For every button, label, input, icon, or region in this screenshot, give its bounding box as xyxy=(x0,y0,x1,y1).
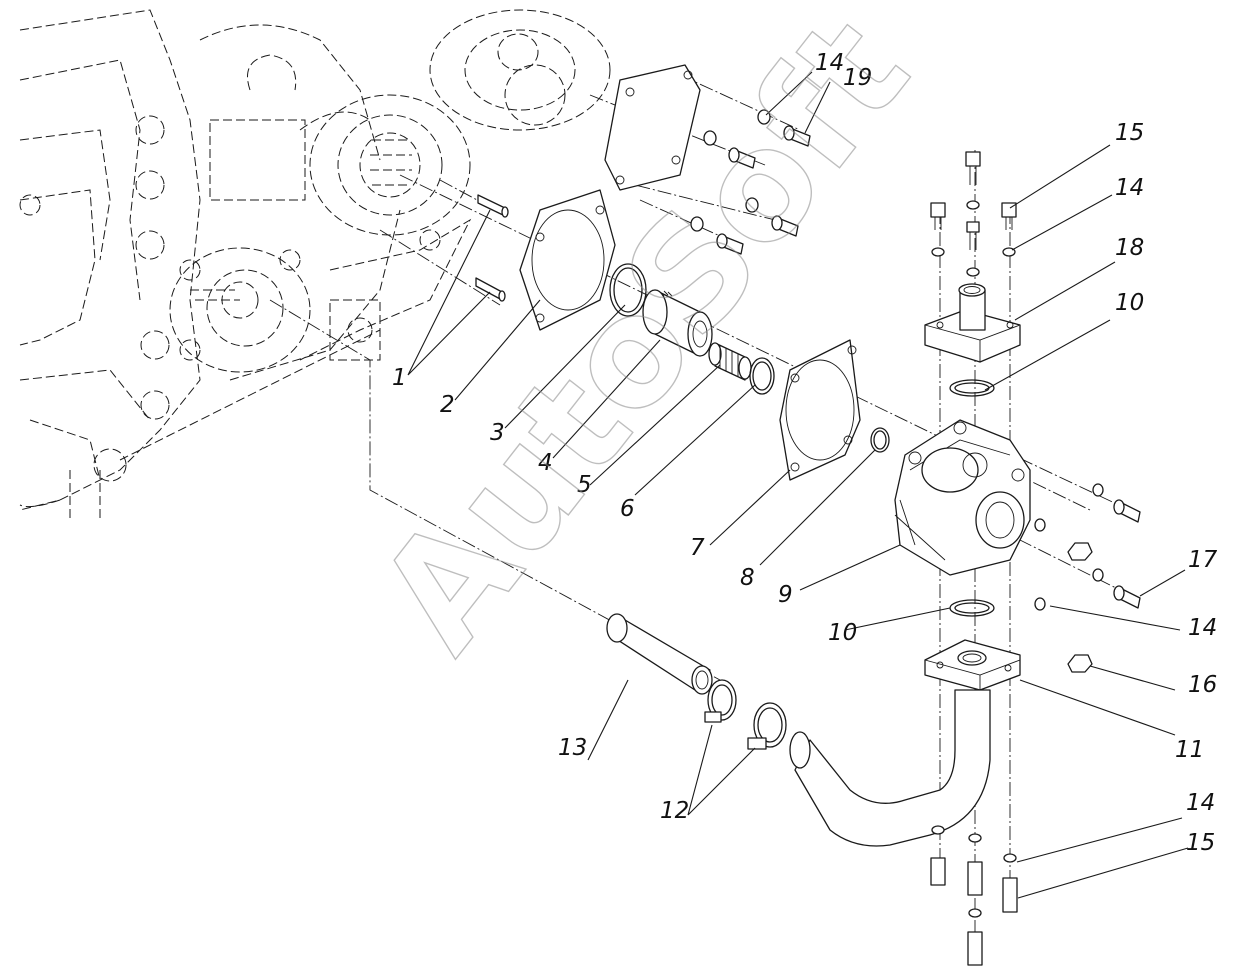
callout-10-lower: 10 xyxy=(828,620,857,646)
callout-8: 8 xyxy=(740,565,755,591)
hose-clamps xyxy=(704,679,787,750)
callout-14-top: 14 xyxy=(815,50,844,76)
gasket-flange xyxy=(519,189,616,331)
callout-1: 1 xyxy=(392,365,407,391)
leader-lines xyxy=(407,71,1189,899)
cover-plate xyxy=(604,64,701,191)
callout-16: 16 xyxy=(1188,672,1217,698)
callout-5: 5 xyxy=(577,472,592,498)
o-ring-pump xyxy=(870,427,890,453)
callout-19: 19 xyxy=(843,65,872,91)
splined-shaft xyxy=(708,342,752,381)
callout-10-upper: 10 xyxy=(1115,290,1144,316)
callout-15-bottom: 15 xyxy=(1186,830,1215,856)
hose xyxy=(606,613,713,695)
engine-block xyxy=(19,9,611,520)
callout-2: 2 xyxy=(440,392,455,418)
callout-15-top: 15 xyxy=(1115,120,1144,146)
splined-coupling xyxy=(642,289,713,357)
pipe-flange xyxy=(789,639,1021,847)
callout-13: 13 xyxy=(558,735,587,761)
callout-14-bottom: 14 xyxy=(1186,790,1215,816)
callout-17: 17 xyxy=(1188,547,1218,573)
callout-7: 7 xyxy=(690,535,705,561)
callout-18: 18 xyxy=(1115,235,1144,261)
callout-9: 9 xyxy=(778,582,793,608)
fasteners xyxy=(690,109,1141,966)
callout-14-right: 14 xyxy=(1115,175,1144,201)
gasket-pump xyxy=(779,339,861,481)
o-ring-small xyxy=(749,357,775,395)
hydraulic-pump xyxy=(894,419,1031,576)
callout-11: 11 xyxy=(1175,737,1204,763)
dowel-pins xyxy=(475,194,509,302)
callout-14-pump: 14 xyxy=(1188,615,1217,641)
o-rings-ports xyxy=(949,379,995,617)
callout-6: 6 xyxy=(620,496,635,522)
callout-12: 12 xyxy=(660,798,689,824)
callout-3: 3 xyxy=(490,420,505,446)
retaining-ring xyxy=(609,263,647,317)
top-flange xyxy=(924,283,1021,363)
callout-labels: 1 2 3 4 5 6 7 8 9 10 10 11 12 13 14 14 1… xyxy=(392,50,1218,856)
callout-4: 4 xyxy=(538,450,553,476)
